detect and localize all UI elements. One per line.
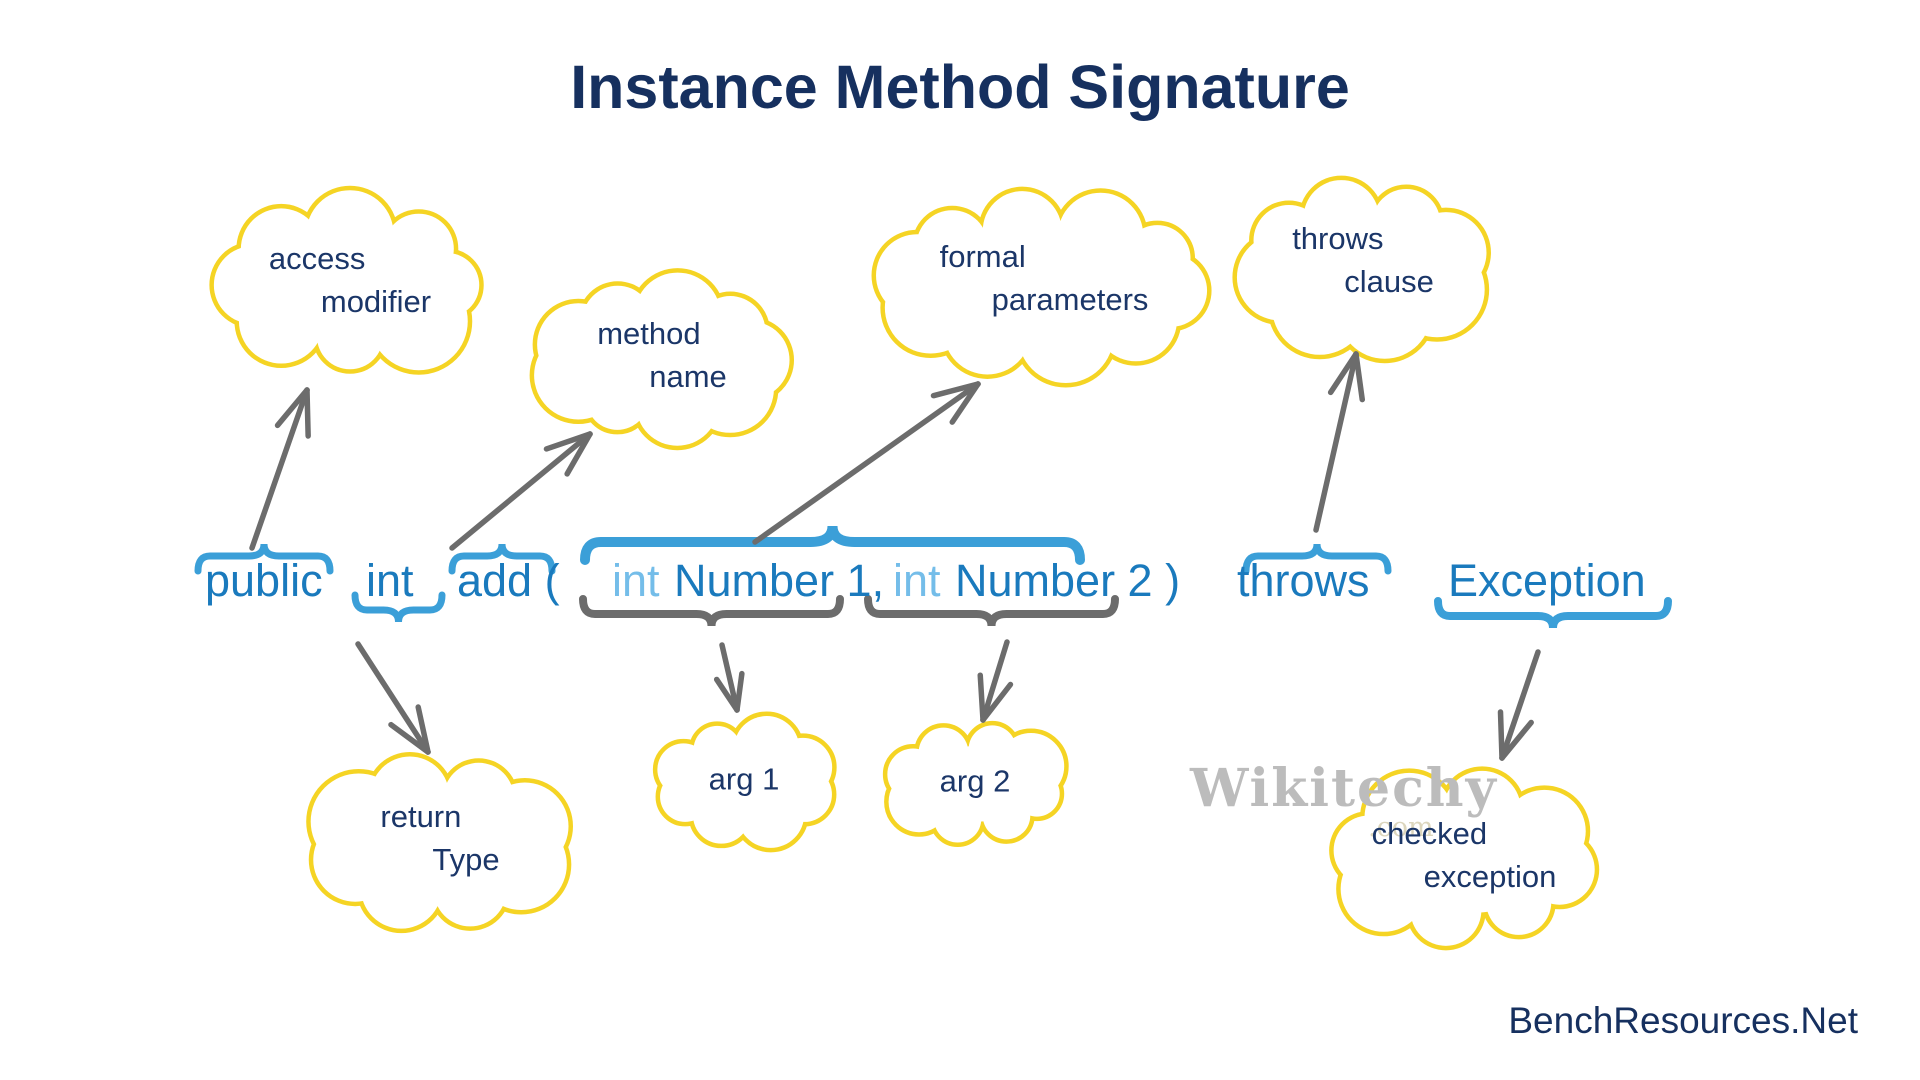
- signature-token-exception: Exception: [1448, 555, 1646, 606]
- arrow-throws-clause: [1313, 351, 1366, 533]
- brace-exception: [1434, 597, 1672, 629]
- signature-token-number1: Number 1,: [674, 555, 885, 606]
- signature-token-throws: throws: [1237, 555, 1370, 606]
- cloud-label-return-type: return Type: [380, 796, 499, 882]
- cloud-line: name: [649, 358, 727, 394]
- cloud-label-arg-1: arg 1: [709, 758, 780, 801]
- cloud-checked-exception: [1329, 766, 1600, 951]
- cloud-line: method: [597, 315, 701, 351]
- brace-parameters: [580, 525, 1085, 565]
- cloud-line: modifier: [320, 283, 432, 319]
- arrow-arg-2: [977, 639, 1014, 723]
- cloud-arg-2: [882, 720, 1069, 848]
- watermark-suffix: .com: [1368, 812, 1434, 843]
- cloud-label-formal-parameters: formal parameters: [940, 236, 1149, 322]
- signature-token-int-param2: int: [893, 555, 941, 606]
- signature-token-add-paren: add (: [457, 555, 560, 606]
- arrow-arg-1: [713, 642, 745, 713]
- cloud-label-throws-clause: throws clause: [1292, 218, 1434, 304]
- signature-token-int-param1: int: [612, 555, 660, 606]
- cloud-line: parameters: [991, 281, 1149, 317]
- arrow-method-name: [449, 431, 593, 551]
- cloud-access-modifier: [209, 185, 484, 375]
- brace-throws: [1242, 543, 1392, 575]
- cloud-line: Type: [432, 841, 500, 877]
- cloud-label-access-modifier: access modifier: [269, 238, 431, 324]
- cloud-formal-parameters: [871, 186, 1212, 388]
- cloud-line: access: [268, 240, 366, 276]
- brace-int: [351, 591, 446, 623]
- cloud-line: throws: [1292, 220, 1384, 256]
- cloud-throws-clause: [1232, 175, 1491, 364]
- brace-number1: [579, 595, 844, 627]
- cloud-line: checked: [1371, 815, 1488, 851]
- cloud-line: clause: [1344, 263, 1434, 299]
- arrow-access-modifier: [249, 387, 311, 551]
- arrow-formal-parameters: [752, 381, 981, 545]
- cloud-label-method-name: method name: [597, 313, 727, 399]
- cloud-line: formal: [939, 238, 1026, 274]
- arrow-checked-exception: [1497, 649, 1541, 761]
- cloud-line: arg 2: [939, 763, 1011, 799]
- cloud-line: return: [380, 798, 462, 834]
- brace-add: [448, 543, 556, 575]
- cloud-arg-1: [652, 711, 837, 853]
- cloud-method-name: [529, 268, 795, 451]
- cloud-line: arg 1: [708, 761, 780, 797]
- signature-token-number2: Number 2 ): [955, 555, 1181, 606]
- cloud-line: exception: [1423, 858, 1557, 894]
- signature-token-int-return: int: [366, 555, 414, 606]
- cloud-return-type: [306, 752, 574, 934]
- attribution: BenchResources.Net: [1508, 1000, 1858, 1041]
- watermark-brand: Wikitechy: [1190, 758, 1498, 819]
- cloud-label-arg-2: arg 2: [940, 760, 1011, 803]
- cloud-label-checked-exception: checked exception: [1372, 813, 1557, 899]
- signature-token-public: public: [205, 555, 323, 606]
- arrow-return-type: [355, 641, 431, 755]
- brace-number2: [864, 595, 1119, 627]
- brace-public: [194, 543, 334, 575]
- page-title: Instance Method Signature: [570, 53, 1350, 121]
